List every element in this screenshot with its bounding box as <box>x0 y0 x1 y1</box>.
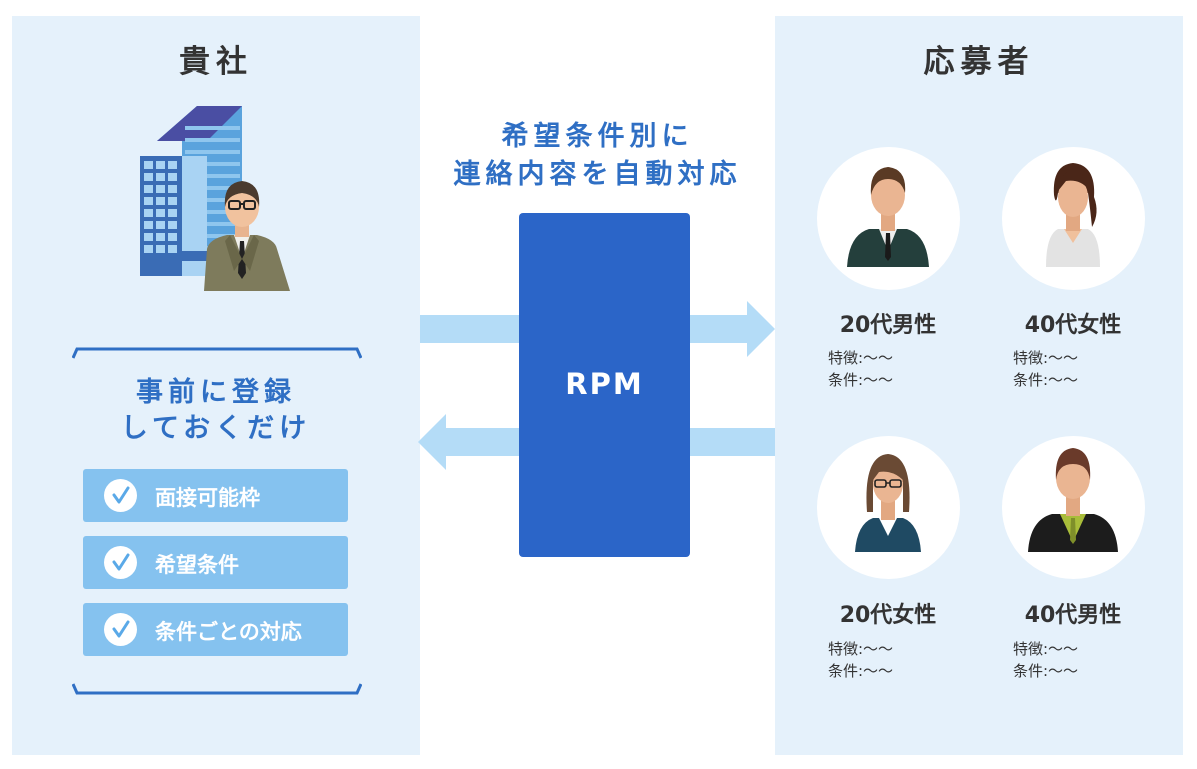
register-text-line2: しておくだけ <box>120 413 312 444</box>
middle-heading: 希望条件別に 連絡内容を自動対応 <box>420 118 775 194</box>
applicant-feature-3: 特徴:～～ <box>828 640 894 658</box>
person-avatar-icon <box>817 436 960 579</box>
rpm-label: RPM <box>565 367 644 401</box>
check-item-label: 希望条件 <box>155 553 239 577</box>
applicant-details-2: 特徴:～～ 条件:～～ <box>1013 347 1078 391</box>
checkmark-icon <box>104 479 137 512</box>
applicant-label-4: 40代男性 <box>1024 603 1122 628</box>
bracket-bottom <box>72 683 362 695</box>
check-item-desired-conditions: 希望条件 <box>83 536 348 589</box>
middle-heading-line1: 希望条件別に <box>501 121 694 152</box>
check-item-response-per-condition: 条件ごとの対応 <box>83 603 348 656</box>
applicant-condition-4: 条件:～～ <box>1013 662 1079 680</box>
applicant-condition-3: 条件:～～ <box>828 662 894 680</box>
check-item-label: 条件ごとの対応 <box>155 620 302 644</box>
applicant-feature-4: 特徴:～～ <box>1013 640 1079 658</box>
person-avatar-icon <box>1002 147 1145 290</box>
person-avatar-icon <box>1002 436 1145 579</box>
middle-heading-line2: 連絡内容を自動対応 <box>453 159 742 190</box>
applicants-title: 応募者 <box>923 44 1035 80</box>
applicant-condition-1: 条件:～～ <box>828 371 894 389</box>
check-item-interview-slots: 面接可能枠 <box>83 469 348 522</box>
applicant-details-4: 特徴:～～ 条件:～～ <box>1013 638 1078 682</box>
applicant-label-1: 20代男性 <box>839 313 937 338</box>
applicant-details-3: 特徴:～～ 条件:～～ <box>828 638 893 682</box>
company-title: 貴社 <box>179 44 253 80</box>
applicant-feature-1: 特徴:～～ <box>828 349 894 367</box>
checkmark-icon <box>104 613 137 646</box>
arrow-right-icon <box>420 301 775 357</box>
applicant-feature-2: 特徴:～～ <box>1013 349 1079 367</box>
applicants-panel: 応募者 20代男性 特徴:～～ 条件:～～ 40代女性 特徴:～～ 条件:～～ <box>775 16 1183 755</box>
check-item-label: 面接可能枠 <box>155 486 260 510</box>
applicant-condition-2: 条件:～～ <box>1013 371 1079 389</box>
bracket-top <box>72 347 362 359</box>
office-building-with-businessman-icon <box>140 106 290 291</box>
register-text-line1: 事前に登録 <box>136 377 296 408</box>
applicant-details-1: 特徴:～～ 条件:～～ <box>828 347 893 391</box>
company-panel: 貴社 <box>12 16 420 755</box>
rpm-system-box: RPM <box>519 213 690 557</box>
applicant-label-2: 40代女性 <box>1024 313 1122 338</box>
person-avatar-icon <box>817 147 960 290</box>
checkmark-icon <box>104 546 137 579</box>
arrow-left-icon <box>418 414 775 470</box>
applicant-label-3: 20代女性 <box>839 603 937 628</box>
